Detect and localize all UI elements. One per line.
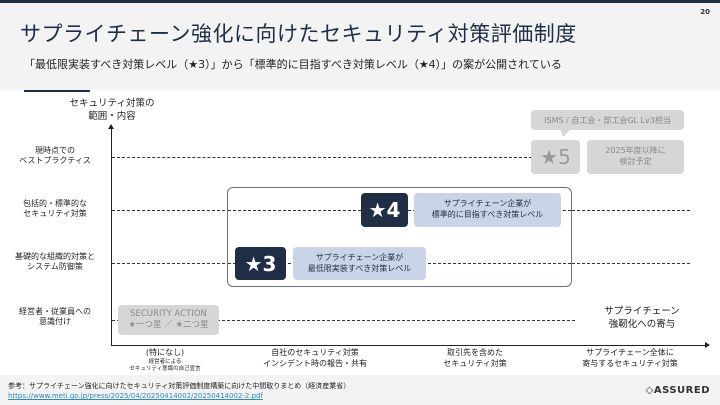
star5-badge: ★5: [531, 140, 580, 174]
y-level-comprehensive: 包括的・標準的なセキュリティ対策: [23, 199, 87, 219]
star4-description: サプライチェーン企業が標準的に目指すべき対策レベル: [414, 193, 561, 227]
star5-equivalent-bubble: ISMS / 自工会・部工会GL Lv3相当: [531, 110, 684, 130]
star3-description: サプライチェーン企業が最低限実装すべき対策レベル: [293, 247, 426, 280]
x-level-none: (特になし)経営者によるセキュリティ意識の自己宣言: [129, 348, 201, 372]
security-action-badge: SECURITY ACTION★一つ星 ／ ★二つ星: [118, 305, 219, 335]
star4-badge: ★4: [361, 193, 408, 227]
y-level-awareness: 経営者・従業員への意識付け: [19, 307, 91, 327]
header: [0, 3, 720, 90]
reference-link[interactable]: https://www.meti.go.jp/press/2025/04/202…: [8, 392, 263, 400]
x-level-own-company: 自社のセキュリティ対策インシデント時の報告・共有: [263, 348, 367, 368]
y-axis-arrow: [108, 124, 114, 129]
x-level-whole-chain: サプライチェーン全体に寄与するセキュリティ対策: [582, 348, 678, 368]
assured-logo: ◇ASSURED: [645, 385, 710, 396]
y-axis-title: セキュリティ対策の範囲・内容: [69, 98, 155, 122]
footer: [0, 375, 720, 405]
divider: [24, 90, 90, 92]
y-level-best-practice: 現時点でのベストプラクティス: [19, 146, 91, 166]
y-level-basic: 基礎的な組織的対策とシステム防御策: [15, 252, 95, 272]
bubble-tail: [560, 129, 571, 137]
x-axis-arrow: [705, 342, 710, 348]
x-level-partners: 取引先を含めたセキュリティ対策: [443, 348, 507, 368]
x-axis-title: サプライチェーン強靭化への寄与: [604, 306, 680, 330]
page-number: 20: [700, 8, 710, 16]
page-subtitle: 「最低限実装すべき対策レベル（★3）」から「標準的に目指すべき対策レベル（★4）…: [24, 58, 562, 71]
star5-description: 2025年度以降に検討予定: [587, 140, 684, 174]
reference-text: 参考：サプライチェーン強化に向けたセキュリティ対策評価制度構築に向けた中間取りま…: [8, 382, 351, 390]
logo-icon: ◇: [645, 385, 654, 396]
y-axis: [111, 128, 112, 346]
top-bar: [0, 0, 720, 3]
gridline-awareness: [112, 320, 575, 321]
gridline-best-practice: [112, 157, 532, 158]
x-axis: [111, 345, 707, 346]
page-title: サプライチェーン強化に向けたセキュリティ対策評価制度: [20, 22, 577, 46]
star3-badge: ★3: [235, 247, 286, 280]
